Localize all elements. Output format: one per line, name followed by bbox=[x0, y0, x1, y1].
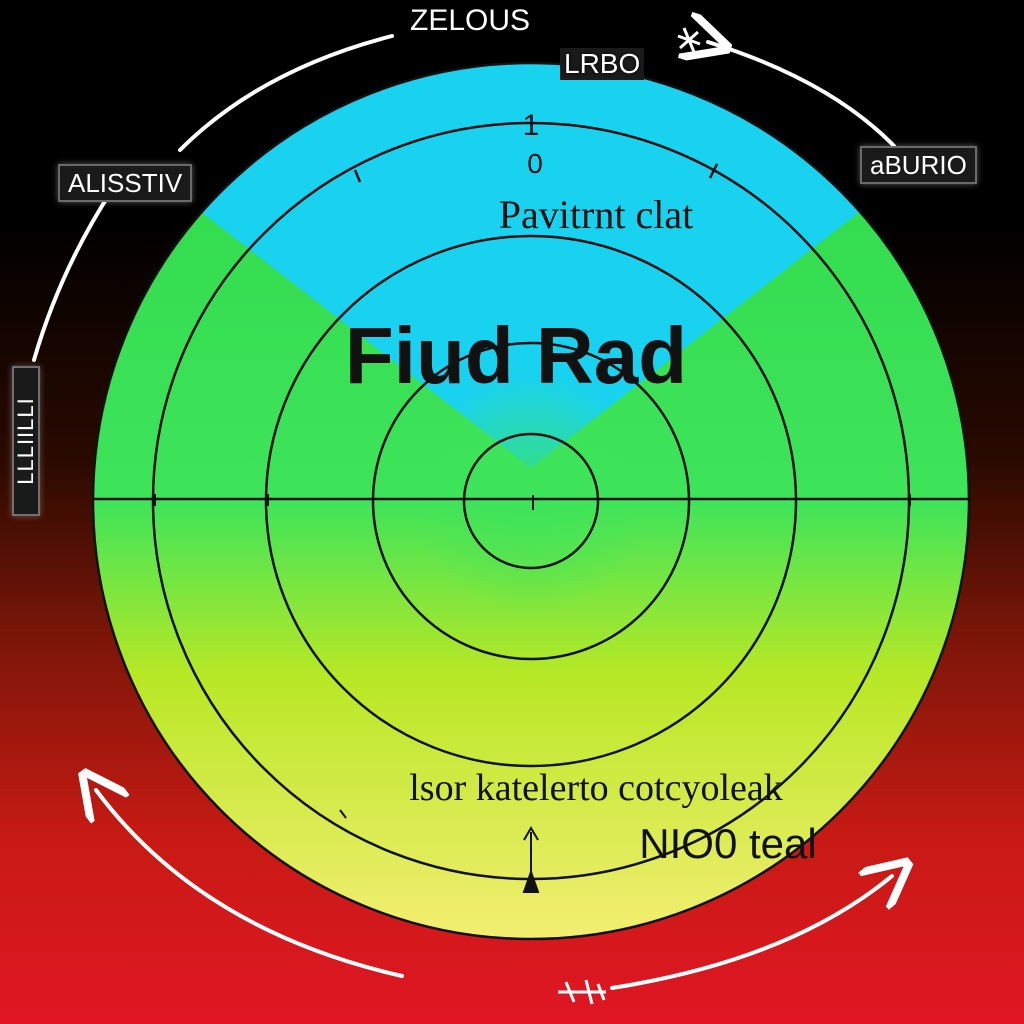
ring-2 bbox=[371, 341, 691, 661]
tick-right bbox=[708, 163, 719, 179]
arc-arrow-top-left bbox=[178, 34, 394, 152]
label-top-inner: LRBO bbox=[560, 48, 645, 80]
ring-3 bbox=[264, 234, 798, 768]
burst-mark-bottom bbox=[558, 979, 606, 1005]
label-side-vertical: LLLIILLI bbox=[12, 366, 40, 516]
diagram-subtitle: Pavitrnt clat bbox=[499, 192, 693, 237]
burst-mark-top bbox=[677, 27, 701, 53]
bottom-caption: lsor katelerto cotcyoleak bbox=[409, 767, 783, 809]
scale-one-label: 1 bbox=[523, 109, 540, 142]
bottom-label: NIO0 teal bbox=[639, 820, 816, 867]
arc-arrow-left bbox=[32, 188, 114, 362]
arc-arrow-top-right bbox=[708, 42, 896, 148]
bottom-pointer bbox=[522, 826, 540, 893]
label-right: aBURIO bbox=[860, 146, 977, 184]
tick-left bbox=[353, 169, 362, 183]
label-top: ZELOUS bbox=[410, 4, 531, 37]
ring-inner bbox=[462, 432, 600, 570]
arc-arrow-bottom-left bbox=[96, 790, 404, 978]
label-left: ALISSTIV bbox=[58, 164, 193, 202]
ring-outer bbox=[91, 61, 971, 941]
arc-arrow-bottom-right bbox=[610, 876, 892, 990]
diagram-title: Fiud Rad bbox=[345, 311, 687, 400]
scale-zero-label: 0 bbox=[527, 148, 543, 179]
